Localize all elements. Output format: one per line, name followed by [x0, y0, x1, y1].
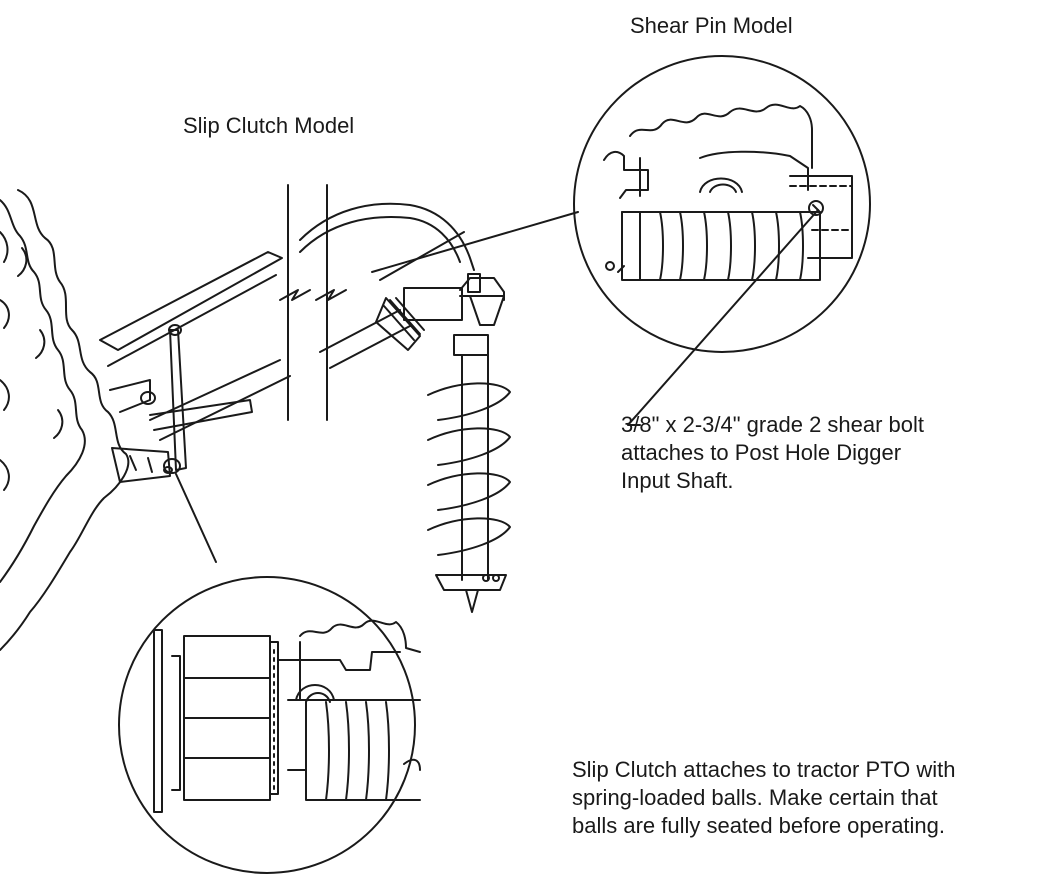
shear-bolt-note-line: Input Shaft. [621, 468, 734, 493]
post-hole-digger-auger [428, 355, 510, 612]
slip-clutch-detail-circle [119, 577, 420, 873]
leader-lines [176, 210, 818, 562]
shear-bolt-note: 3/8" x 2-3/4" grade 2 shear bolt attache… [621, 411, 924, 495]
slip-clutch-note-line: Slip Clutch attaches to tractor PTO with [572, 757, 956, 782]
shear-bolt-note-line: attaches to Post Hole Digger [621, 440, 902, 465]
shear-bolt-note-line: 3/8" x 2-3/4" grade 2 shear bolt [621, 412, 925, 437]
tractor-tire-illustration [0, 190, 128, 650]
shear-pin-model-label: Shear Pin Model [630, 13, 793, 38]
shear-pin-detail-circle [574, 56, 870, 352]
slip-clutch-note-line: spring-loaded balls. Make certain that [572, 785, 938, 810]
slip-clutch-note-line: balls are fully seated before operating. [572, 813, 946, 838]
pto-driveline [376, 274, 504, 355]
slip-clutch-note: Slip Clutch attaches to tractor PTO with… [572, 756, 956, 840]
boom-frame [100, 185, 474, 482]
slip-clutch-model-label: Slip Clutch Model [183, 113, 355, 138]
